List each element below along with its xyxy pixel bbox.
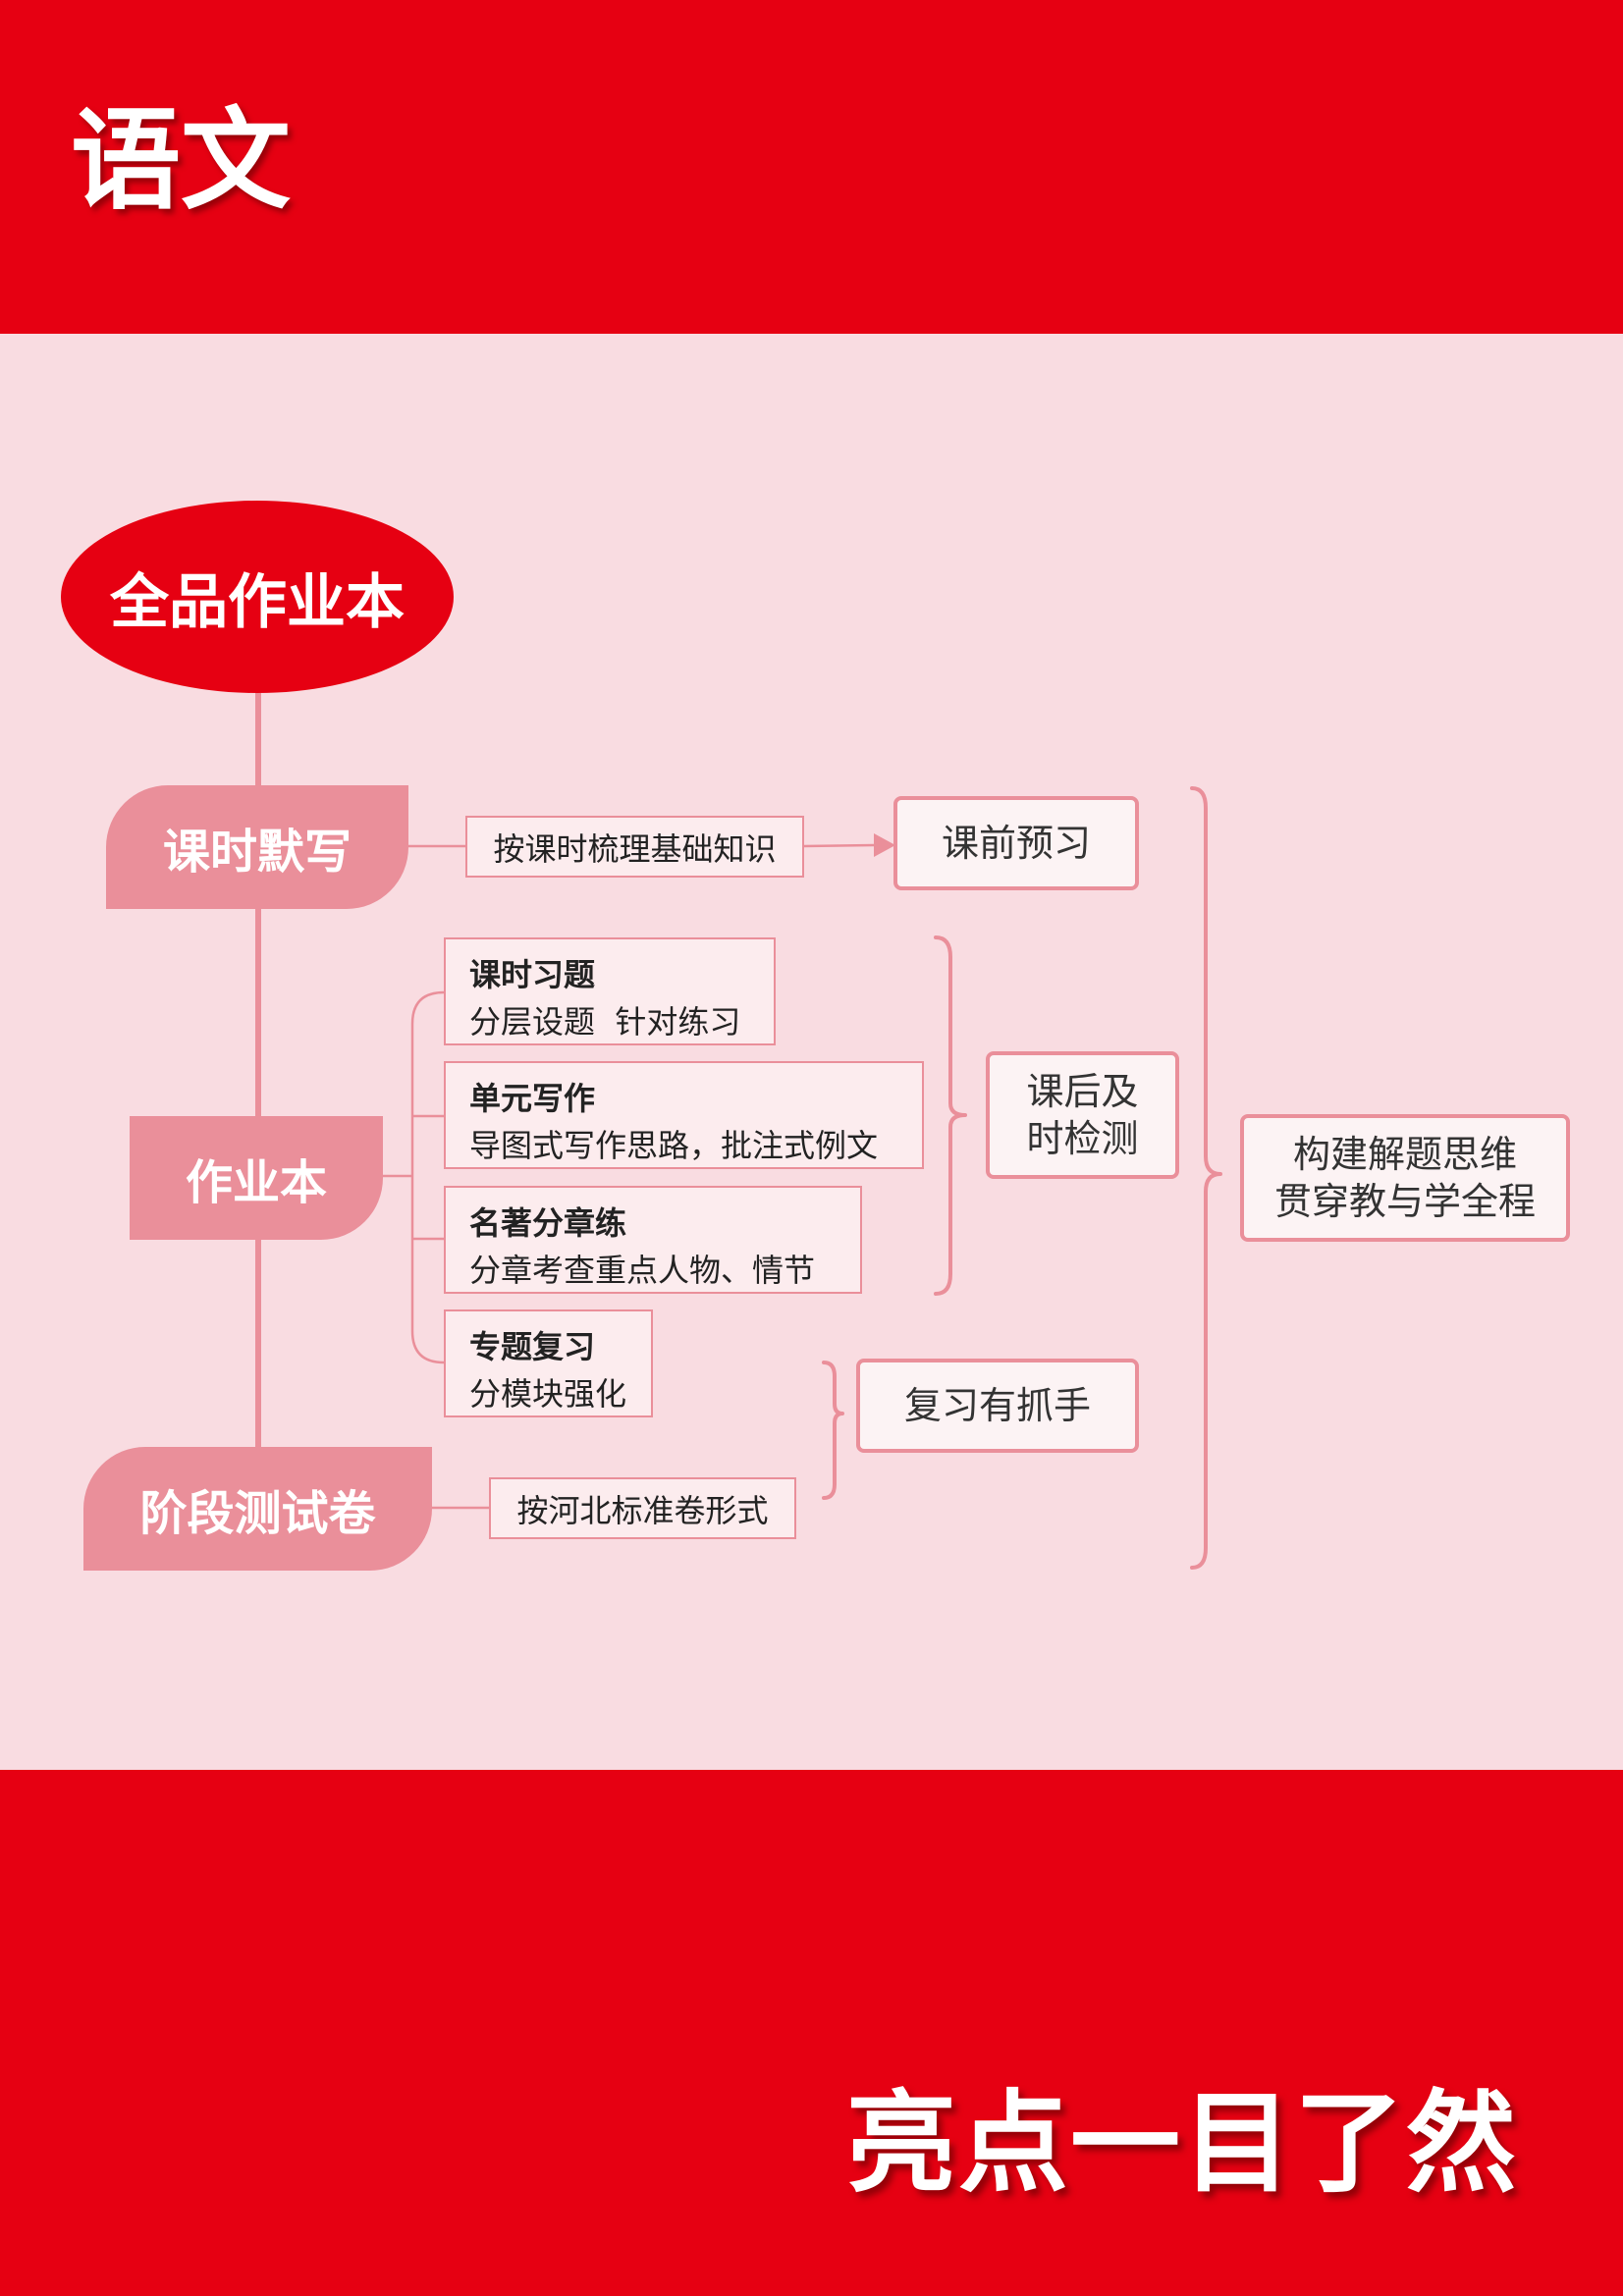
dictation-detail-box: 按课时梳理基础知识: [465, 816, 804, 878]
homework-item-writing: 单元写作 导图式写作思路，批注式例文: [444, 1061, 924, 1169]
homework-item-title: 名著分章练: [469, 1204, 627, 1242]
homework-item-desc: 分层设题 针对练习: [469, 1003, 741, 1041]
homework-item-title: 专题复习: [469, 1328, 596, 1365]
outcome-review: 复习有抓手: [856, 1359, 1139, 1453]
outcome-review-text: 复习有抓手: [903, 1384, 1091, 1427]
homework-item-desc: 导图式写作思路，批注式例文: [469, 1127, 879, 1164]
subject-title: 语文: [71, 97, 291, 225]
homework-item-desc: 分模块强化: [469, 1375, 627, 1413]
outcome-final-line1: 构建解题思维: [1292, 1133, 1517, 1176]
outcome-check-line2: 时检测: [1026, 1117, 1139, 1160]
homework-item-desc: 分章考查重点人物、情节: [469, 1252, 816, 1289]
branch-homework: 作业本: [130, 1116, 383, 1240]
outcome-final-line2: 贯穿教与学全程: [1273, 1180, 1536, 1223]
branch-test: 阶段测试卷: [83, 1447, 432, 1571]
test-detail-text: 按河北标准卷形式: [516, 1491, 769, 1529]
slogan: 亮点一目了然: [846, 2080, 1518, 2208]
homework-item-title: 单元写作: [469, 1080, 596, 1117]
outcome-check-line1: 课后及: [1026, 1070, 1139, 1113]
footer-band: [0, 1770, 1623, 2296]
homework-item-title: 课时习题: [469, 956, 596, 993]
homework-item-review: 专题复习 分模块强化: [444, 1309, 653, 1417]
outcome-preview: 课前预习: [893, 796, 1139, 890]
homework-item-classics: 名著分章练 分章考查重点人物、情节: [444, 1186, 862, 1294]
test-detail-box: 按河北标准卷形式: [489, 1477, 796, 1539]
dictation-detail-text: 按课时梳理基础知识: [493, 829, 777, 868]
branch-dictation: 课时默写: [106, 785, 408, 909]
root-node: 全品作业本: [61, 501, 454, 693]
homework-item-exercises: 课时习题 分层设题 针对练习: [444, 937, 776, 1045]
header-band: [0, 0, 1623, 334]
outcome-check: 课后及 时检测: [986, 1051, 1179, 1179]
outcome-preview-text: 课前预习: [941, 822, 1091, 865]
outcome-final: 构建解题思维 贯穿教与学全程: [1240, 1114, 1570, 1242]
